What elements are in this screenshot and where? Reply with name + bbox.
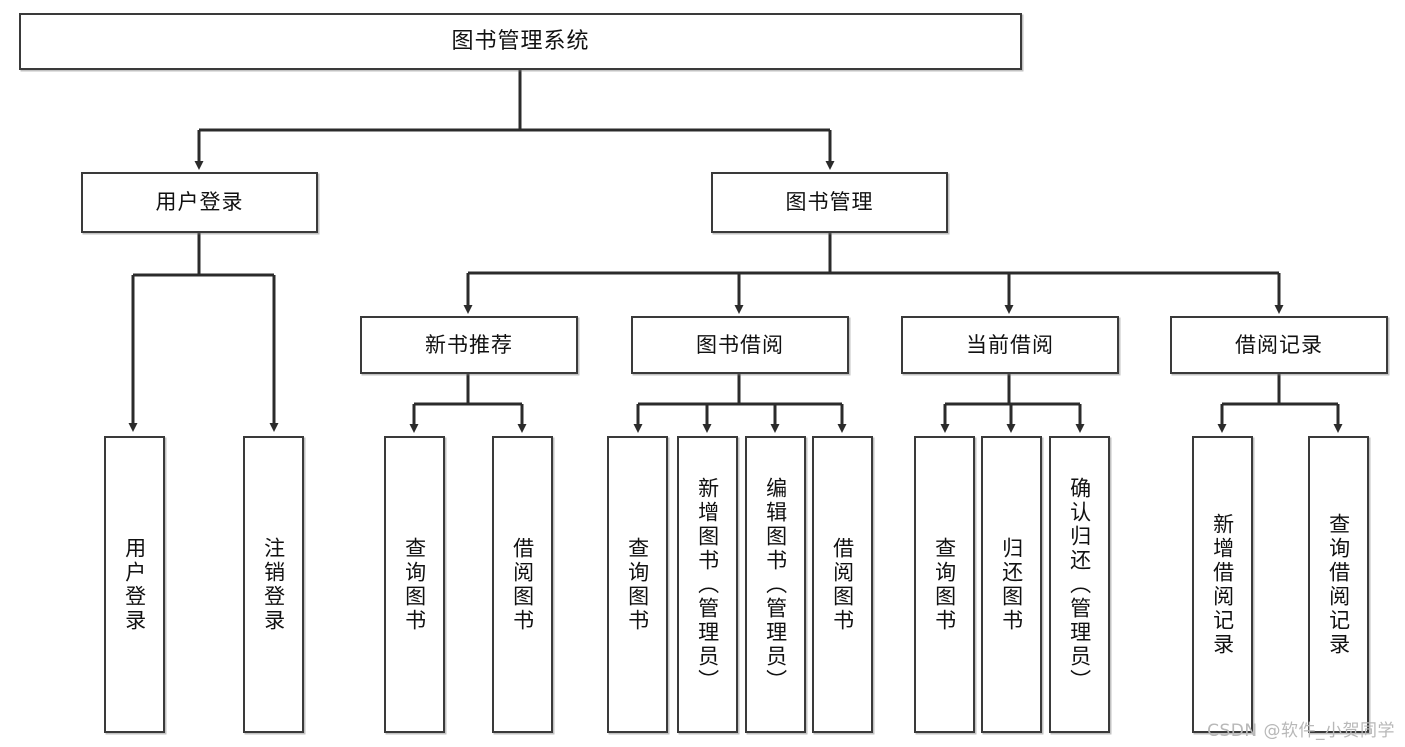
node-label: 注销登录 (261, 536, 286, 633)
node-label: 用户登录 (122, 536, 147, 633)
leaf-add-borrow-record[interactable]: 新增借阅记录 (1192, 436, 1253, 733)
node-new-book-recommend[interactable]: 新书推荐 (360, 316, 578, 374)
node-label: 用户登录 (155, 190, 244, 215)
leaf-user-login[interactable]: 用户登录 (104, 436, 165, 733)
node-label: 确认归还（管理员） (1067, 476, 1092, 693)
leaf-add-book[interactable]: 新增图书（管理员） (677, 436, 738, 733)
node-label: 查询图书 (625, 536, 650, 633)
node-label: 图书管理系统 (451, 28, 590, 54)
node-book-management[interactable]: 图书管理 (711, 172, 948, 233)
node-label: 归还图书 (999, 536, 1024, 633)
node-label: 新增借阅记录 (1210, 512, 1235, 657)
leaf-confirm-return[interactable]: 确认归还（管理员） (1049, 436, 1110, 733)
node-label: 借阅图书 (830, 536, 855, 633)
node-label: 编辑图书（管理员） (763, 476, 788, 693)
node-label: 图书管理 (785, 190, 874, 215)
leaf-query-book-current[interactable]: 查询图书 (914, 436, 975, 733)
node-user-login[interactable]: 用户登录 (81, 172, 318, 233)
node-label: 查询借阅记录 (1326, 512, 1351, 657)
node-label: 借阅图书 (510, 536, 535, 633)
node-current-borrow[interactable]: 当前借阅 (901, 316, 1119, 374)
watermark-text: CSDN @软件_小贺同学 (1207, 721, 1395, 741)
node-label: 查询图书 (402, 536, 427, 633)
node-book-borrow[interactable]: 图书借阅 (631, 316, 849, 374)
leaf-query-book-recommend[interactable]: 查询图书 (384, 436, 445, 733)
node-label: 查询图书 (932, 536, 957, 633)
leaf-query-book-borrow[interactable]: 查询图书 (607, 436, 668, 733)
leaf-edit-book[interactable]: 编辑图书（管理员） (745, 436, 806, 733)
node-root-system[interactable]: 图书管理系统 (19, 13, 1022, 70)
leaf-query-borrow-record[interactable]: 查询借阅记录 (1308, 436, 1369, 733)
node-borrow-record[interactable]: 借阅记录 (1170, 316, 1388, 374)
leaf-user-logout[interactable]: 注销登录 (243, 436, 304, 733)
node-label: 新增图书（管理员） (695, 476, 720, 693)
node-label: 借阅记录 (1235, 332, 1323, 357)
node-label: 图书借阅 (696, 332, 784, 357)
leaf-return-book[interactable]: 归还图书 (981, 436, 1042, 733)
leaf-borrow-book[interactable]: 借阅图书 (812, 436, 873, 733)
node-label: 新书推荐 (425, 332, 513, 357)
leaf-borrow-book-recommend[interactable]: 借阅图书 (492, 436, 553, 733)
node-label: 当前借阅 (966, 332, 1054, 357)
